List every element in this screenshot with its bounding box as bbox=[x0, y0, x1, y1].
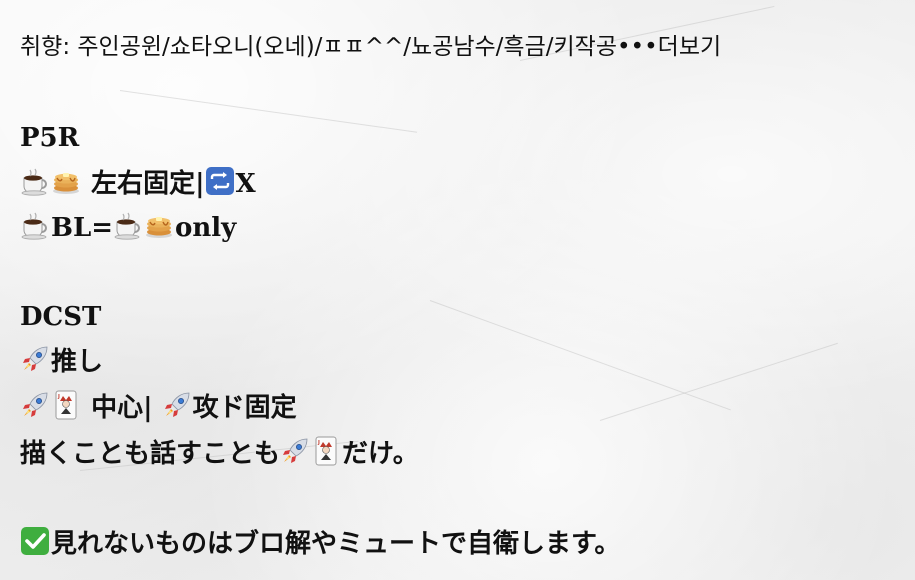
p5r-line-2-a: BL= bbox=[51, 213, 114, 243]
coffee-icon bbox=[20, 166, 50, 196]
pancakes-icon bbox=[51, 166, 81, 196]
dcst-line-3: 描くことも話すことも だけ。 bbox=[20, 436, 419, 471]
repeat-icon bbox=[205, 166, 235, 196]
p5r-line-1-suffix: X bbox=[235, 169, 256, 199]
rocket-icon bbox=[162, 390, 192, 420]
dcst-line-3-end: だけ。 bbox=[342, 439, 419, 469]
notice-line: 見れないものはブロ解やミュートで自衛します。 bbox=[20, 526, 620, 561]
check-mark-icon bbox=[20, 526, 50, 556]
dcst-title: DCST bbox=[20, 300, 101, 334]
dcst-line-1-text: 推し bbox=[51, 347, 104, 377]
dcst-line-2-text: 中心| bbox=[91, 393, 153, 423]
notice-text: 見れないものはブロ解やミュートで自衛します。 bbox=[51, 529, 621, 559]
preferences-line: 취향: 주인공윈/쇼타오니(오네)/ㅍㅍ^^/뇨공남수/흑금/키작공•••더보기 bbox=[20, 30, 721, 64]
dcst-line-2: 中心| 攻ド固定 bbox=[20, 390, 297, 425]
p5r-line-2: BL= only bbox=[20, 210, 236, 245]
preferences-text: 취향: 주인공윈/쇼타오니(오네)/ㅍㅍ^^/뇨공남수/흑금/키작공•••더보기 bbox=[20, 34, 722, 60]
joker-card-icon bbox=[311, 436, 341, 466]
dcst-line-3-text: 描くことも話すことも bbox=[20, 439, 281, 469]
coffee-icon bbox=[20, 210, 50, 240]
rocket-icon bbox=[280, 436, 310, 466]
p5r-title: P5R bbox=[20, 121, 79, 155]
p5r-title-text: P5R bbox=[20, 123, 80, 153]
dcst-line-1: 推し bbox=[20, 344, 103, 379]
dcst-title-text: DCST bbox=[20, 302, 102, 332]
rocket-icon bbox=[20, 390, 50, 420]
p5r-line-1: 左右固定| X bbox=[20, 166, 256, 201]
pancakes-icon bbox=[144, 210, 174, 240]
coffee-icon bbox=[113, 210, 143, 240]
p5r-line-2-b: only bbox=[175, 213, 237, 243]
joker-card-icon bbox=[51, 390, 81, 420]
p5r-line-1-text: 左右固定| bbox=[91, 169, 205, 199]
dcst-line-2-text2: 攻ド固定 bbox=[192, 393, 297, 423]
rocket-icon bbox=[20, 344, 50, 374]
